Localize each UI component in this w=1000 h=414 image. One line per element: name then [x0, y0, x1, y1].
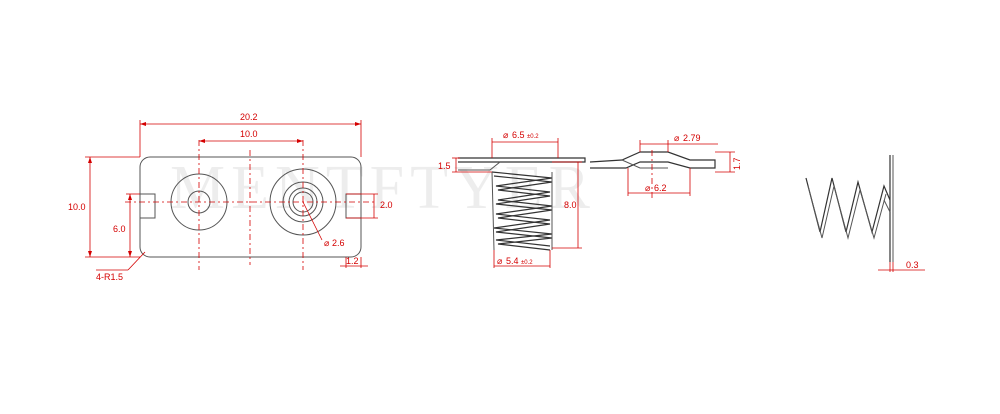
dimple-profile: [589, 151, 716, 169]
corner-radius-label: 4-R1.5: [96, 272, 123, 282]
plate-outline: [139, 156, 362, 258]
top-tolerance-label: ±0.2: [527, 134, 539, 140]
profile-thickness-label: 0.3: [906, 260, 919, 270]
plate-thickness-label: 1.5: [438, 161, 451, 171]
top-plate: [458, 157, 586, 163]
base-diameter-label: 6.2: [654, 183, 667, 193]
profile-spring-back: [807, 185, 887, 240]
overall-width-label: 20.2: [240, 112, 258, 122]
diameter-symbol: ⌀: [497, 256, 503, 266]
top-diameter-label: 6.5: [512, 130, 525, 140]
front-view: 20.2 10.0 10.0 6.0 4-R1.5 2.0 ⌀ 2.6: [68, 112, 393, 282]
diameter-symbol: ⌀: [324, 238, 330, 248]
edge-offset-label: 1.2: [346, 256, 359, 266]
side-view: ⌀ 6.5 ±0.2 1.5 8.0 ⌀ 5.4 ±0.2: [438, 130, 586, 268]
diameter-symbol: ⌀: [503, 130, 509, 140]
spring-height-label: 8.0: [564, 200, 577, 210]
plate-bevel: [458, 161, 501, 171]
dimple-inner: [621, 159, 668, 169]
profile-view: 0.3: [805, 155, 925, 272]
diameter-symbol: ⌀: [645, 183, 651, 193]
spring-coils-right: [493, 175, 553, 251]
spring-tab: [883, 199, 891, 213]
hole-spacing-label: 10.0: [240, 129, 258, 139]
detail-view: ⌀ 2.79 1.7 ⌀ 6.2: [589, 133, 742, 200]
bottom-tolerance-label: ±0.2: [521, 260, 533, 266]
left-notch: [140, 193, 156, 219]
spring-coils-left: [491, 171, 553, 247]
leader-line: [127, 251, 146, 271]
dimple-height-label: 1.7: [732, 157, 742, 170]
slot-width-label: 2.0: [380, 200, 393, 210]
hole-diameter-label: 2.6: [332, 238, 345, 248]
diameter-symbol: ⌀: [674, 133, 680, 143]
bottom-diameter-label: 5.4: [506, 256, 519, 266]
spring-left-edge: [491, 171, 495, 251]
height-label: 10.0: [68, 202, 86, 212]
leader-line: [302, 201, 323, 241]
notch-height-label: 6.0: [113, 224, 126, 234]
profile-spring-front: [805, 177, 891, 235]
dimple-diameter-label: 2.79: [683, 133, 701, 143]
watermark: MENTFTYER: [170, 154, 596, 222]
